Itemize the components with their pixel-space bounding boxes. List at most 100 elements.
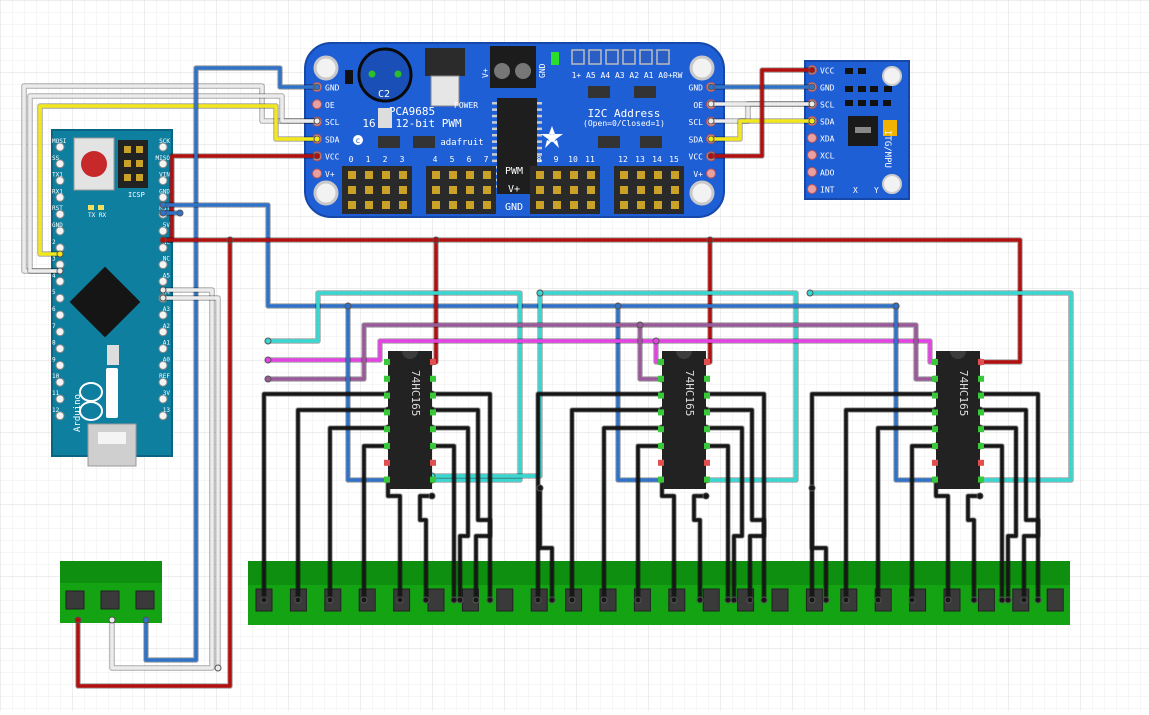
wire-input [704,408,766,602]
wire-input [602,426,664,602]
pin-icon [807,167,817,177]
chip-pin-icon [978,359,984,365]
pin-label: OE [325,101,335,110]
chip-pin-icon [704,459,710,466]
pin-label: 3V [163,390,171,397]
jumper-pad-icon [605,49,619,65]
terminal-screw-icon [65,590,85,610]
pin-icon [55,377,65,387]
pin-icon [706,168,716,179]
wire-input [418,494,434,602]
pin-label: 2 [52,239,56,246]
chip-pin-icon [384,392,390,399]
channel-label: 11 [585,155,595,164]
wire-blue-sr3 [894,304,938,482]
terminal-screw-icon [702,588,720,612]
pin-icon [158,276,168,286]
pin-label: RX1 [52,188,63,195]
wire-input [328,426,390,602]
channel-label: 14 [652,155,662,164]
pin-icon [55,276,65,286]
wire-imu-sda [709,119,814,141]
pin-label: GND [689,84,704,93]
chip-pin-icon [978,392,984,399]
channel-label: 5 [450,155,455,164]
pin-label: A0 [163,356,171,363]
pin-label: 8 [52,340,56,347]
power-terminal-block [60,561,162,623]
pin-label: NC [163,239,171,246]
terminal-screw-icon [100,590,120,610]
wire-a-pin [110,288,214,670]
chip-pin-icon [430,375,436,382]
pin-label: SCL [325,118,340,127]
wire-gnd-sr [161,203,664,482]
channel-label: 13 [635,155,645,164]
chip-pin-icon [978,459,984,466]
axis-x-label: X [853,186,858,195]
chip-pin-icon [932,359,938,365]
pin-label: A1 [163,340,171,347]
chip-pin-icon [978,409,984,416]
arduino-name: Arduino [73,394,83,432]
pin-icon [55,142,65,152]
pin-label: 3 [52,256,56,263]
terminal-screw-icon [135,590,155,610]
pin-icon [158,310,168,320]
pin-label: MOSI [52,138,67,145]
pin-label: TX1 [52,172,63,179]
rail-gnd-label: GND [505,202,523,213]
pin-icon [807,184,817,194]
adafruit-logo-icon [541,126,563,148]
usb-connector-icon [87,423,137,467]
chip-pin-icon [704,392,710,399]
capacitor-icon [357,47,413,103]
wire-sda [38,104,319,256]
chip-pin-icon [658,426,664,433]
led-label: TX RX [88,212,106,219]
channel-label: 10 [568,155,578,164]
wire-input [978,444,1004,602]
pin-label: OE [693,101,703,110]
gnd-top-label: GND [538,63,547,78]
pin-label: SCL [689,118,704,127]
pin-icon [312,99,322,110]
terminal-screw-icon [1046,588,1064,612]
channel-label: 2 [383,155,388,164]
pin-label: 4 [52,272,56,279]
mounting-hole-icon [882,174,902,194]
wire-input [430,426,470,602]
pin-label: NC [163,256,171,263]
pin-label: 10 [52,373,60,380]
channel-label: 9 [554,155,559,164]
chip-pin-icon [932,476,938,483]
terminal-screw-icon [977,588,995,612]
channel-label: 4 [433,155,438,164]
chip-pin-icon [932,409,938,416]
arduino-right-header: SCKMISOVINGNDRST5VNCNCA5A4A3A2A1A0REF3V1… [156,138,171,421]
pin-label: V+ [325,170,335,179]
pin-label: 9 [52,356,56,363]
pin-label: A5 [163,272,171,279]
pin-label: 5 [52,289,56,296]
mounting-hole-icon [689,55,715,81]
shift-register-3: 74HC165 [936,351,980,489]
chip-pin-icon [978,476,984,483]
pin-label: VCC [689,153,704,162]
pin-icon [158,360,168,370]
chip-pin-icon [384,359,390,365]
channel-label: 15 [669,155,679,164]
pin-label: SDA [689,135,704,144]
wire-input [430,408,492,602]
pin-icon [55,327,65,337]
pin-icon [55,394,65,404]
wire-input [910,444,938,602]
pin-icon [158,243,168,253]
mounting-hole-icon [313,55,339,81]
chip-pin-icon [430,409,436,416]
chip-pin-icon [658,459,664,466]
pin-icon [55,310,65,320]
